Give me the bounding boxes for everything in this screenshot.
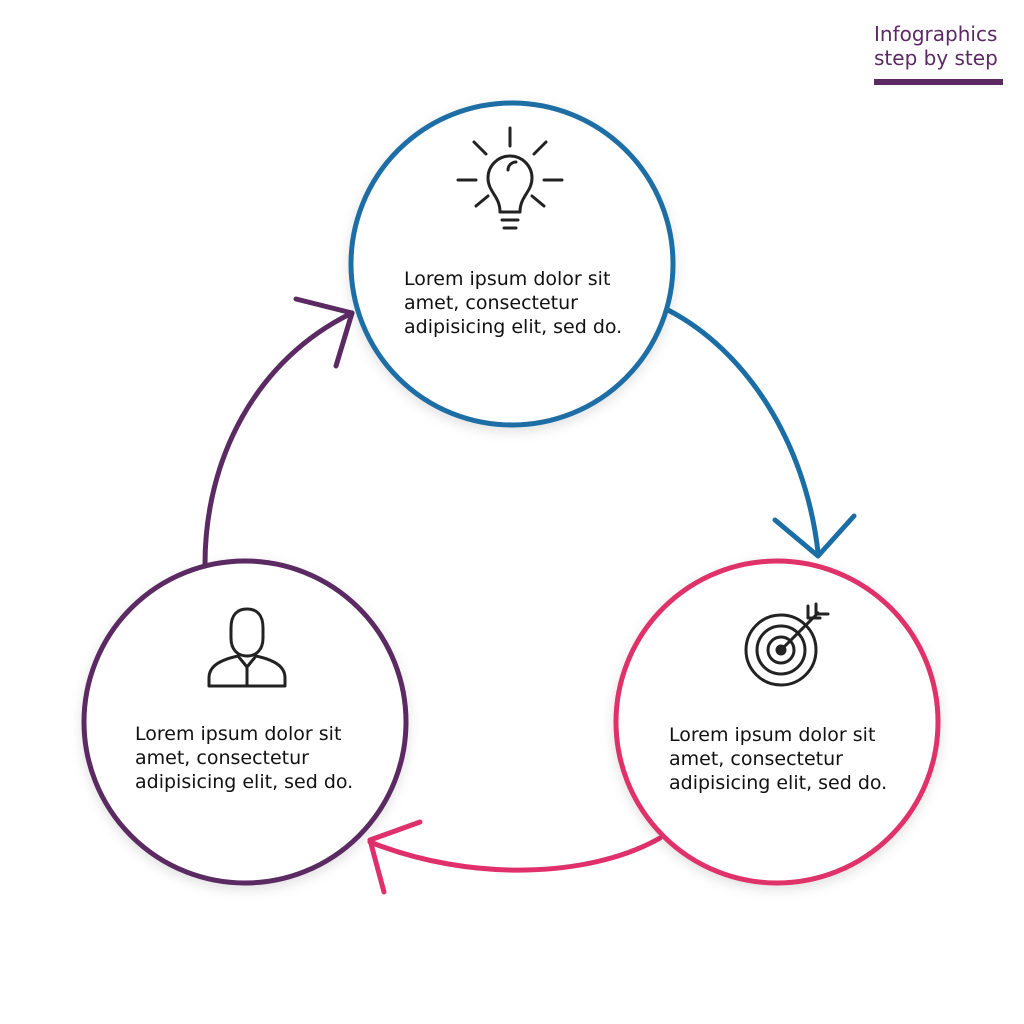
target-icon	[744, 602, 830, 687]
title-line-1: Infographics	[874, 22, 998, 46]
step-1-text: Lorem ipsum dolor sit amet, consectetur …	[404, 267, 622, 339]
step-circle-2	[613, 558, 941, 886]
lightbulb-icon	[456, 126, 564, 230]
person-icon	[207, 607, 287, 688]
step-1-text-line-2: amet, consectetur	[404, 292, 578, 314]
title-line-2: step by step	[874, 46, 998, 70]
step-1-text-line-1: Lorem ipsum dolor sit	[404, 268, 611, 290]
step-2-text-line-3: adipisicing elit, sed do.	[669, 772, 888, 794]
step-circle-1	[348, 100, 676, 428]
title-underline	[874, 79, 1003, 85]
step-3-text: Lorem ipsum dolor sit amet, consectetur …	[135, 722, 353, 794]
infographic-title: Infographics step by step	[874, 22, 1004, 70]
step-2-text-line-2: amet, consectetur	[669, 748, 843, 770]
step-1-text-line-3: adipisicing elit, sed do.	[404, 316, 623, 338]
step-3-text-line-2: amet, consectetur	[135, 747, 309, 769]
arrow-step-1-to-2	[665, 307, 857, 559]
step-3-text-line-3: adipisicing elit, sed do.	[135, 771, 354, 793]
step-2-text-line-1: Lorem ipsum dolor sit	[669, 724, 876, 746]
step-2-text: Lorem ipsum dolor sit amet, consectetur …	[669, 723, 887, 795]
step-circle-3	[81, 558, 409, 886]
arrow-step-3-to-1	[202, 296, 355, 567]
step-3-text-line-1: Lorem ipsum dolor sit	[135, 723, 342, 745]
arrow-step-2-to-3	[367, 819, 663, 895]
